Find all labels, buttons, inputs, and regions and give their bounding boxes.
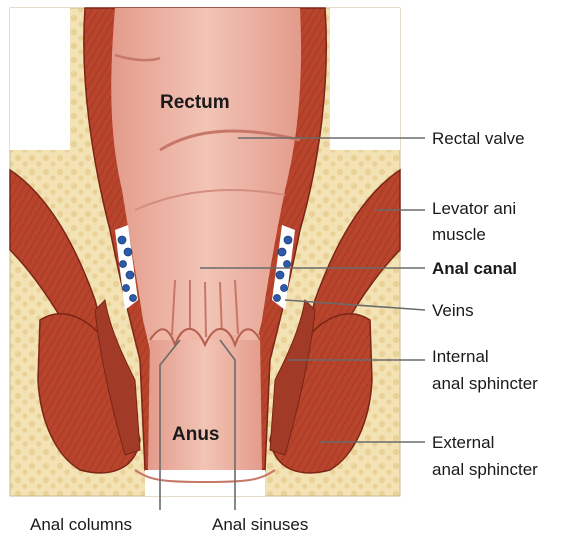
internal-sphincter-label-line1: Internal (432, 347, 489, 366)
external-sphincter-label-line1: External (432, 433, 494, 452)
anal-canal-label: Anal canal (432, 259, 517, 278)
levator-ani-label-line1: Levator ani (432, 199, 516, 218)
anal-sinuses-label: Anal sinuses (212, 515, 308, 534)
levator-ani-label-line2: muscle (432, 225, 486, 244)
rectal-valve-label: Rectal valve (432, 129, 525, 148)
anal-canal-lumen (148, 335, 262, 470)
internal-sphincter-label-line2: anal sphincter (432, 374, 538, 393)
illustration (10, 8, 400, 496)
rectum-label: Rectum (160, 92, 230, 113)
anus-label: Anus (172, 424, 220, 445)
veins-label: Veins (432, 301, 474, 320)
external-sphincter-label-line2: anal sphincter (432, 460, 538, 479)
anal-columns-label: Anal columns (30, 515, 132, 534)
